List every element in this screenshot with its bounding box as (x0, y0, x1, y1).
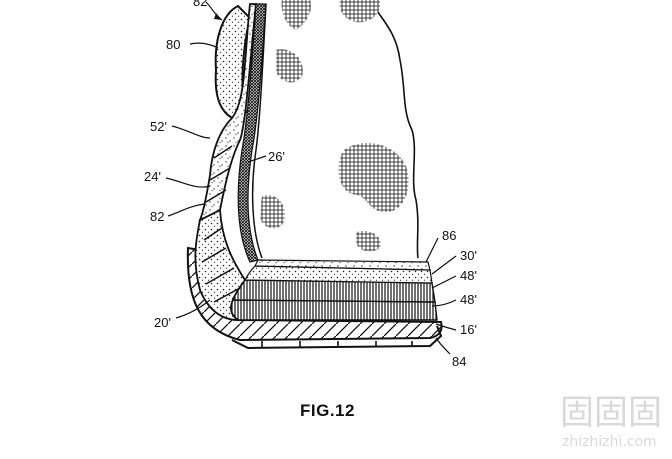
figure-label: FIG.12 (300, 401, 355, 420)
ref-48-upper: 48' (460, 268, 477, 283)
footbed-line (254, 259, 431, 271)
ref-86: 86 (442, 228, 456, 243)
ref-16: 16' (460, 322, 477, 337)
ref-20: 20' (154, 315, 171, 330)
hatch-patch-left (276, 49, 303, 83)
liner-inner-edge (251, 3, 267, 259)
ref-24: 24' (144, 169, 161, 184)
ref-30: 30' (460, 248, 477, 263)
liner-strip (237, 3, 267, 263)
ref-26: 26' (268, 149, 285, 164)
ref-80: 80 (166, 37, 180, 52)
foot-outline (369, 0, 419, 259)
hatch-patch-bottom (356, 230, 381, 252)
tread-edge (231, 325, 443, 350)
watermark-url: zhizhizhi.com (562, 434, 657, 450)
shaft-outer-wall (198, 3, 258, 222)
shaft-diagonals (205, 145, 233, 203)
ref-52: 52' (150, 119, 167, 134)
insole-layer-upper (230, 279, 436, 303)
hatch-patch-low (260, 195, 285, 229)
leader-lines (165, 1, 457, 355)
hatch-patch-top (281, 0, 312, 30)
ref-84: 84 (452, 354, 466, 369)
watermark-glyphs: 固固固 (560, 393, 662, 433)
side-wall-diagonals (201, 227, 241, 303)
insole-layer-lower (225, 299, 438, 321)
ref-48-lower: 48' (460, 292, 477, 307)
ref-82-top: 82 (193, 0, 207, 9)
sock-liner-layer (244, 265, 433, 284)
ref-82: 82 (150, 209, 164, 224)
hatch-patch-mid (338, 143, 409, 213)
hatch-patch-top-right (339, 0, 381, 23)
